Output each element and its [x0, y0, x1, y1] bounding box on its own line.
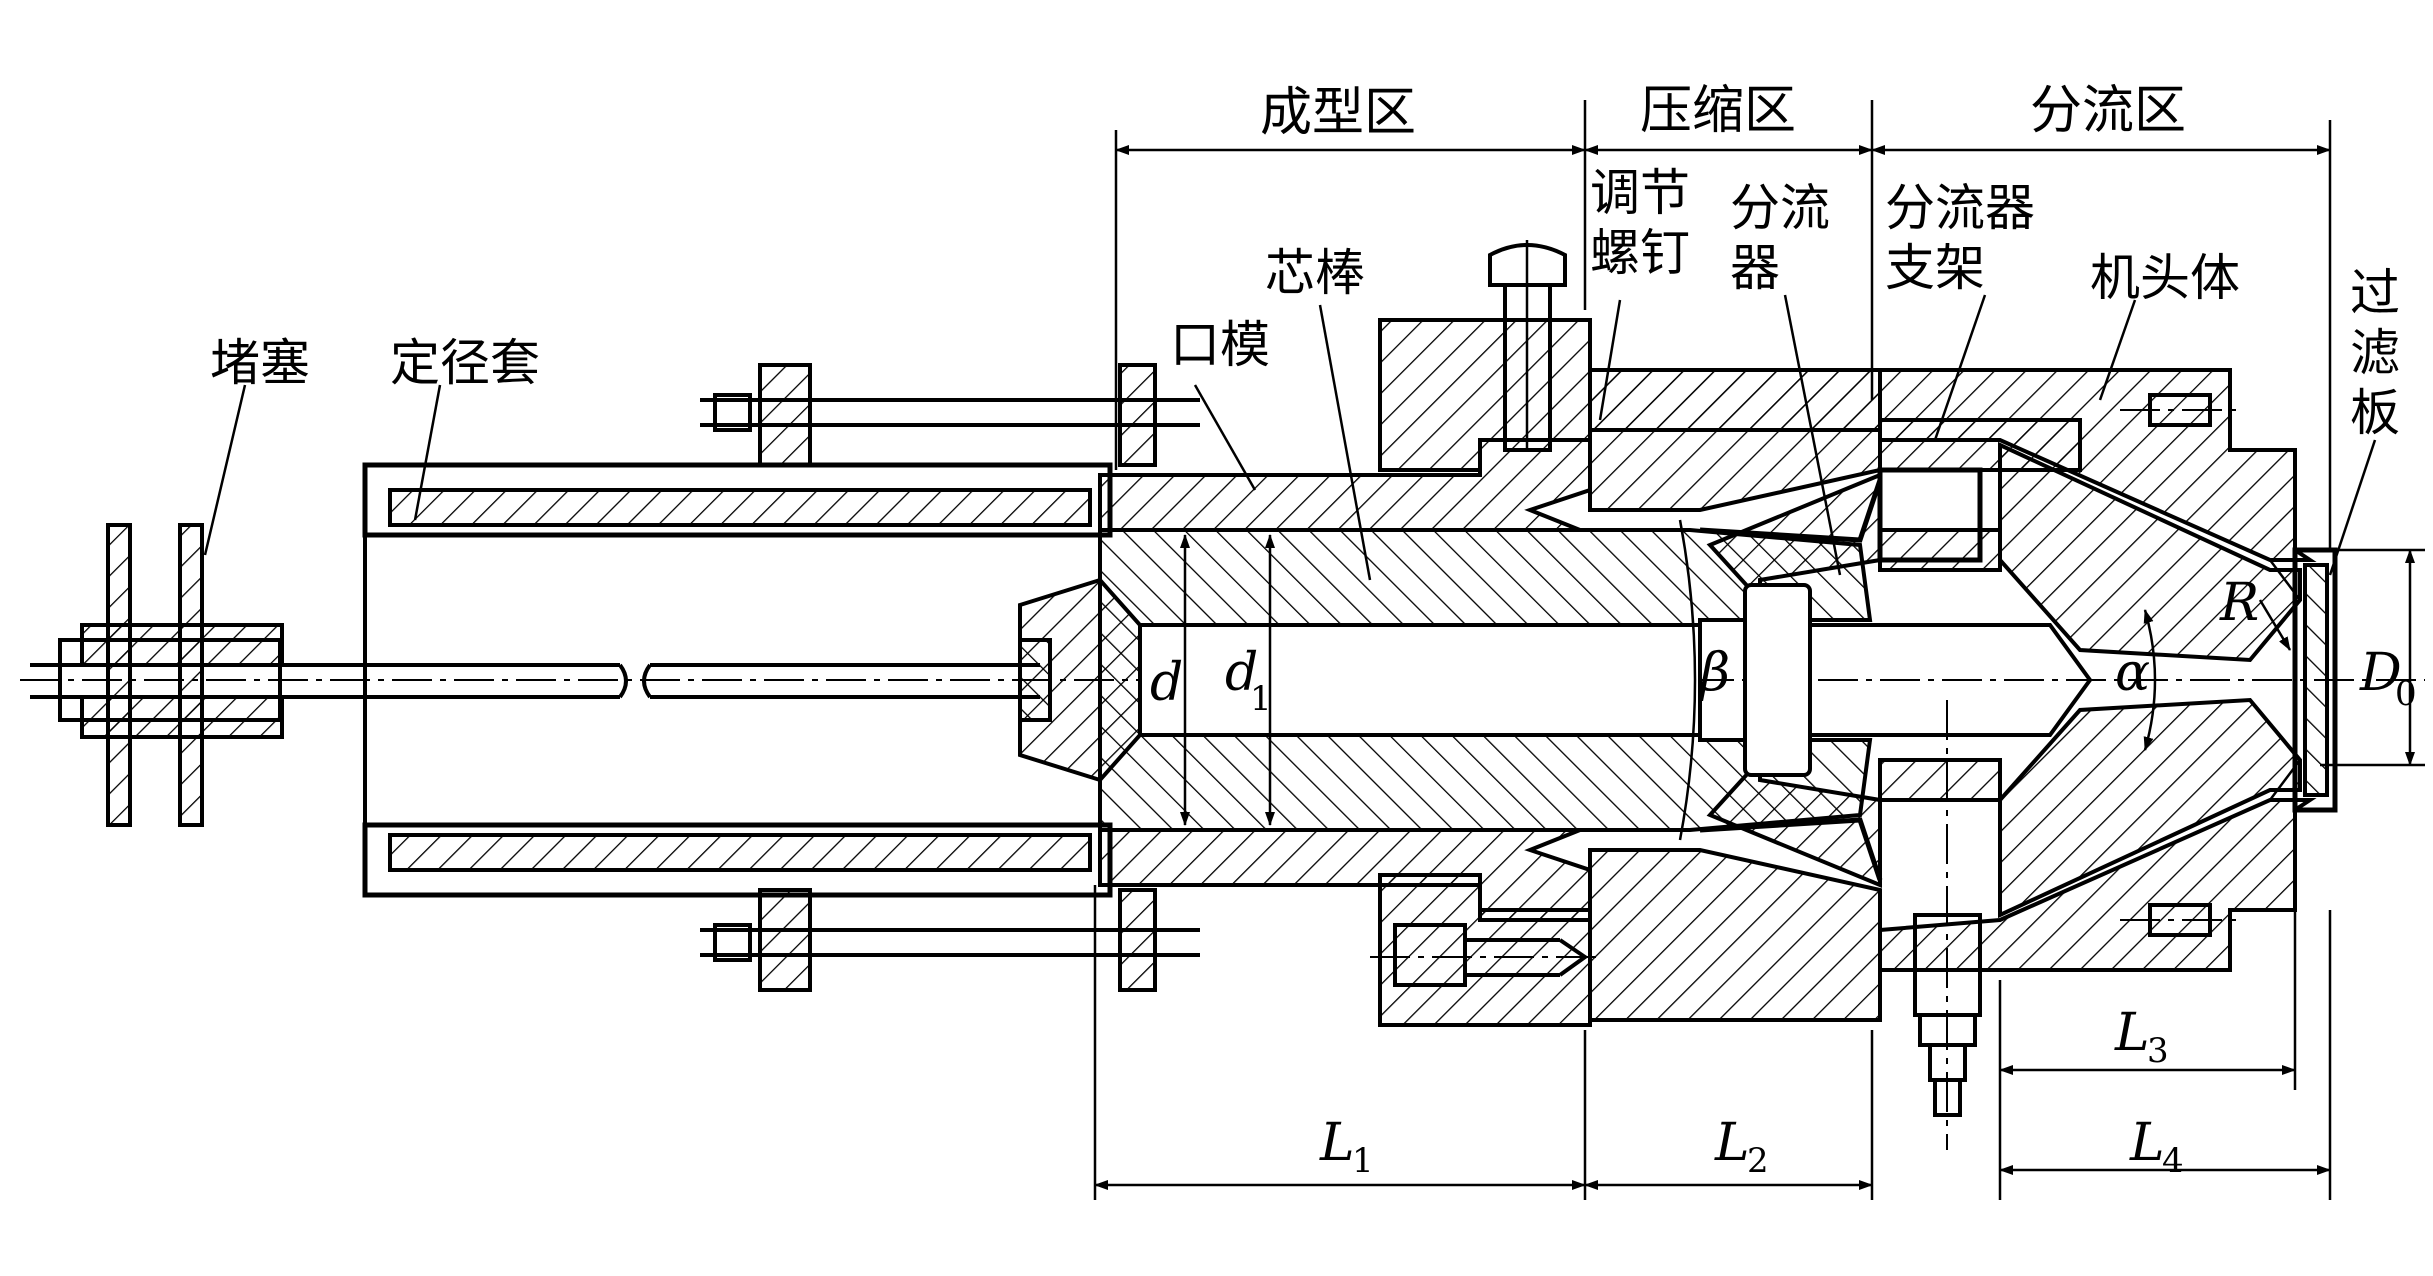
- length-dimension-lines: [1093, 885, 2332, 1200]
- dim-d1: d 1: [1225, 643, 1272, 719]
- dim-R: R: [2219, 573, 2259, 633]
- label-filter-plate-1: 过: [2350, 264, 2400, 322]
- dim-L3: L 3: [2114, 1003, 2169, 1071]
- label-plug: 堵塞: [210, 334, 310, 392]
- mandrel: [1018, 528, 1873, 832]
- dim-L3-sub: 3: [2147, 1031, 2169, 1071]
- dim-beta: β: [1698, 643, 1730, 703]
- leader-lines: [203, 294, 2377, 581]
- label-filter-plate-3: 板: [2350, 384, 2400, 442]
- plug-assembly: [30, 523, 1052, 827]
- zone-label-splitting: 分流区: [2030, 81, 2186, 141]
- label-adjust-screw-1: 调节: [1590, 164, 1690, 222]
- dim-L4-main: L: [2129, 1113, 2165, 1173]
- dim-L1-sub: 1: [1352, 1141, 1374, 1181]
- dim-L1: L 1: [1319, 1113, 1374, 1181]
- dim-L1-main: L: [1319, 1113, 1355, 1173]
- dim-alpha: α: [2115, 643, 2150, 703]
- zone-dimension-lines: [1114, 100, 2332, 550]
- dim-D0-sub: 0: [2395, 674, 2417, 714]
- label-splitter-support-2: 支架: [1885, 239, 1985, 297]
- label-splitter-support-1: 分流器: [1885, 179, 2035, 237]
- filter-plate: [2292, 547, 2338, 813]
- label-mandrel: 芯棒: [1265, 244, 1365, 302]
- dim-L4: L 4: [2129, 1113, 2184, 1181]
- dim-L2-sub: 2: [1747, 1141, 1769, 1181]
- label-splitter-2: 器: [1730, 239, 1780, 297]
- label-adjust-screw-2: 螺钉: [1590, 224, 1690, 282]
- zone-label-forming: 成型区: [1260, 83, 1416, 143]
- label-filter-plate-2: 滤: [2350, 324, 2400, 382]
- dim-d1-sub: 1: [1250, 679, 1272, 719]
- dim-d: d: [1150, 653, 1183, 713]
- dim-L4-sub: 4: [2162, 1141, 2184, 1181]
- dim-D0-main: D: [2359, 643, 2402, 703]
- dim-L2-main: L: [1714, 1113, 1750, 1173]
- adjust-screw-block: [1370, 240, 1600, 1027]
- dim-d1-main: d: [1225, 643, 1258, 703]
- zone-label-compression: 压缩区: [1640, 81, 1796, 141]
- label-splitter-1: 分流: [1730, 179, 1830, 237]
- label-sizing-sleeve: 定径套: [390, 334, 540, 392]
- label-head-body: 机头体: [2090, 249, 2240, 307]
- flow-channel: [1678, 479, 2301, 881]
- label-die: 口模: [1170, 316, 1270, 374]
- dim-L2: L 2: [1714, 1113, 1769, 1181]
- dim-L3-main: L: [2114, 1003, 2150, 1063]
- dim-D0: D 0: [2359, 643, 2417, 714]
- head-body: [1588, 368, 2317, 972]
